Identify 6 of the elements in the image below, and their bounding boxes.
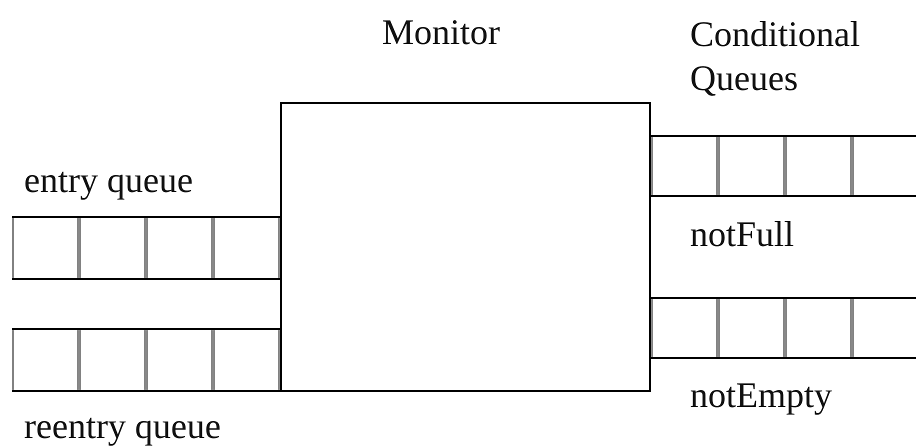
queue-label: entry queue bbox=[24, 159, 193, 202]
queue-label: notFull bbox=[690, 213, 794, 256]
monitor-title: Monitor bbox=[382, 11, 500, 54]
queue-label: reentry queue bbox=[24, 405, 221, 448]
queue-label: notEmpty bbox=[690, 374, 832, 417]
section-heading: Conditional Queues bbox=[690, 13, 861, 100]
